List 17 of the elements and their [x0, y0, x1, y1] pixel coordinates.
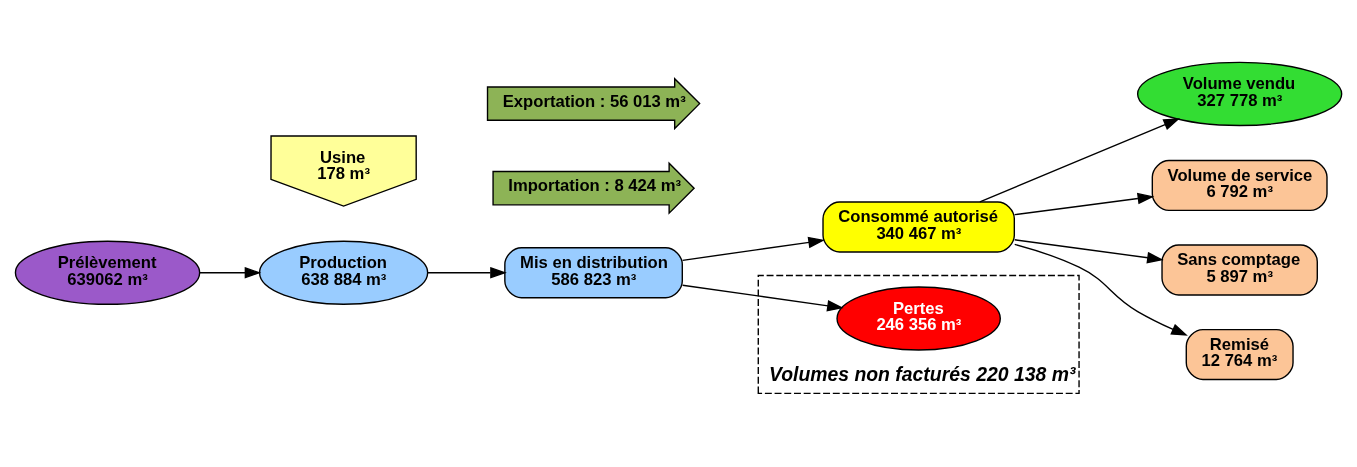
- arrow: [427, 266, 507, 279]
- node-ellipse: Prélèvement 639062 m³: [14, 240, 201, 305]
- node-ellipse: Production 638 884 m³: [258, 240, 429, 305]
- node-ellipse: Pertes 246 356 m³: [836, 286, 1001, 351]
- arrow: [681, 284, 844, 312]
- node-box: Mis en distribution 586 823 m³: [504, 247, 683, 299]
- arrow: [1013, 192, 1155, 216]
- arrow: [979, 118, 1181, 203]
- node-box: Sans comptage 5 897 m³: [1161, 244, 1318, 296]
- node-box: Remisé 12 764 m³: [1185, 328, 1294, 381]
- arrow: [681, 236, 825, 261]
- node-box: Consommé autorisé 340 467 m³: [822, 201, 1015, 253]
- arrow: [1014, 243, 1188, 336]
- arrow: [199, 266, 262, 279]
- arrow: [1013, 239, 1164, 264]
- node-box: Volume de service 6 792 m³: [1151, 159, 1328, 212]
- node-ellipse: Volume vendu 327 778 m³: [1136, 61, 1343, 127]
